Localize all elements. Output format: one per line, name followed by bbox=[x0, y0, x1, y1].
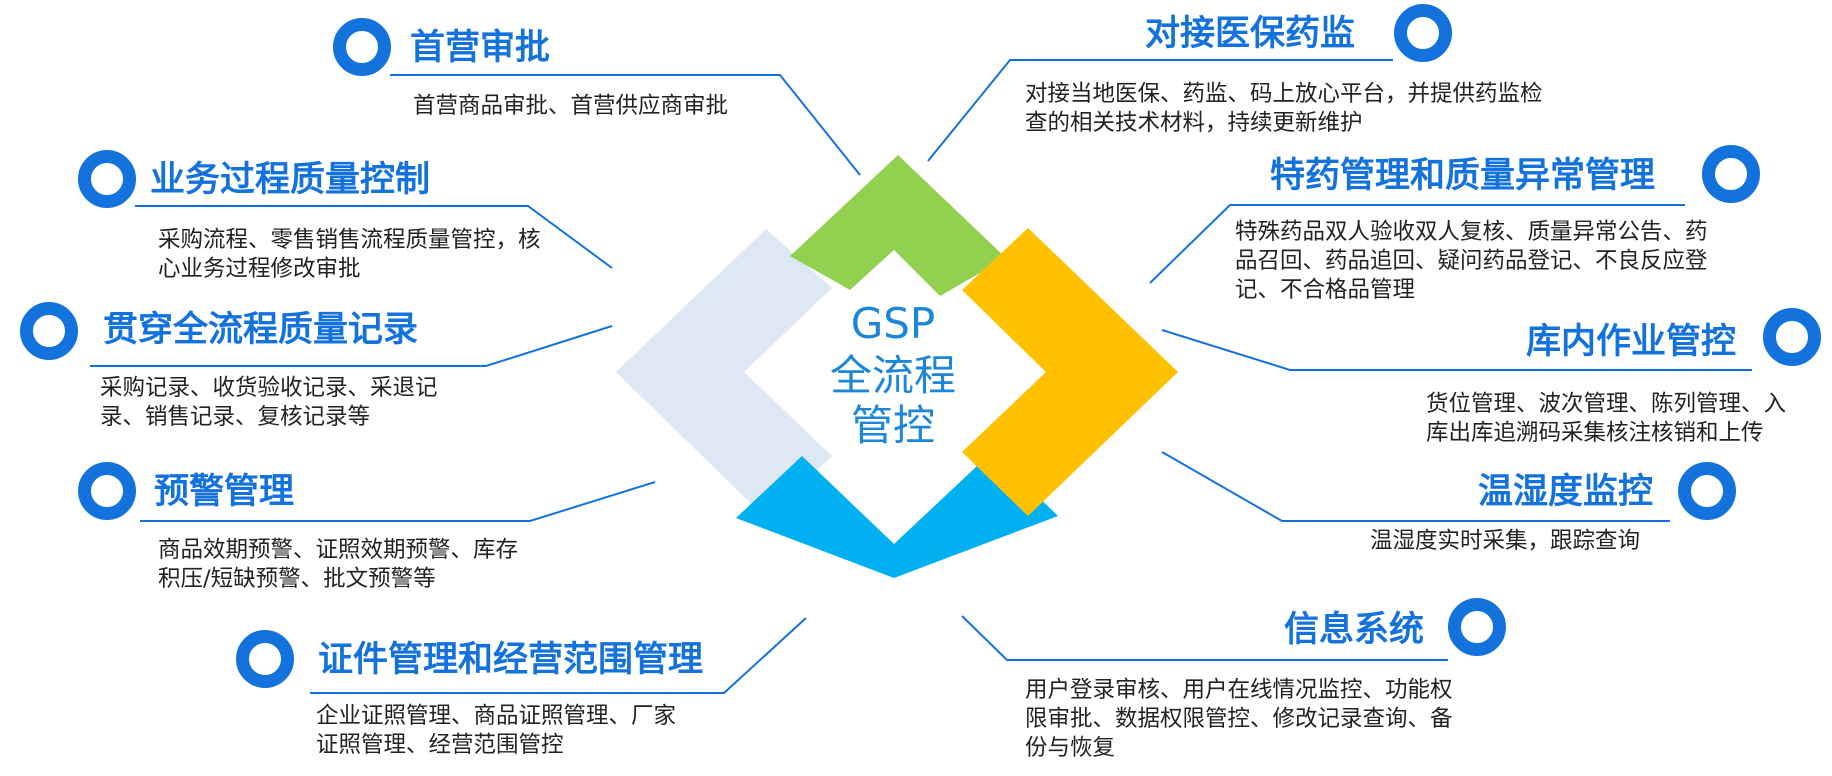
feature-description: 对接当地医保、药监、码上放心平台，并提供药监检查的相关技术材料，持续更新维护 bbox=[1025, 81, 1543, 136]
connector-line bbox=[1149, 204, 1685, 284]
feature-description: 采购记录、收货验收记录、采退记录、销售记录、复核记录等 bbox=[100, 375, 438, 430]
feature-description: 商品效期预警、证照效期预警、库存积压/短缺预警、批文预警等 bbox=[158, 537, 519, 592]
feature-title: 信息系统 bbox=[1284, 610, 1425, 650]
ring-marker-icon bbox=[333, 18, 391, 76]
connector-line bbox=[961, 615, 1448, 661]
ring-marker-icon bbox=[1394, 4, 1452, 62]
connector-line bbox=[1161, 451, 1670, 522]
feature-description: 采购流程、零售销售流程质量管控，核心业务过程修改审批 bbox=[158, 227, 541, 282]
ring-marker-icon bbox=[1678, 462, 1736, 520]
feature-description: 温湿度实时采集，跟踪查询 bbox=[1370, 528, 1641, 554]
feature-title: 贯穿全流程质量记录 bbox=[103, 310, 419, 350]
feature-description: 货位管理、波次管理、陈列管理、入库出库追溯码采集核注核销和上传 bbox=[1426, 391, 1787, 446]
connector-line bbox=[390, 74, 861, 176]
feature-description: 企业证照管理、商品证照管理、厂家证照管理、经营范围管控 bbox=[316, 703, 677, 758]
connector-line bbox=[90, 325, 613, 367]
connector-line bbox=[927, 59, 1393, 162]
diamond-right-segment bbox=[962, 228, 1178, 516]
connector-line bbox=[135, 205, 613, 269]
connector-line bbox=[1161, 329, 1752, 371]
ring-marker-icon bbox=[236, 630, 294, 688]
feature-title: 库内作业管控 bbox=[1526, 322, 1737, 362]
ring-marker-icon bbox=[1448, 598, 1506, 656]
feature-title: 特药管理和质量异常管理 bbox=[1270, 156, 1656, 196]
diamond-bottom-segment bbox=[736, 452, 1058, 578]
feature-description: 特殊药品双人验收双人复核、质量异常公告、药品召回、药品追回、疑问药品登记、不良反… bbox=[1235, 219, 1708, 303]
connector-line bbox=[310, 617, 807, 694]
ring-marker-icon bbox=[1763, 308, 1821, 366]
feature-title: 对接医保药监 bbox=[1145, 14, 1356, 54]
feature-title: 预警管理 bbox=[154, 472, 295, 512]
feature-title: 证件管理和经营范围管理 bbox=[318, 640, 704, 680]
feature-description: 用户登录审核、用户在线情况监控、功能权限审批、数据权限管控、修改记录查询、备份与… bbox=[1025, 677, 1453, 761]
ring-marker-icon bbox=[20, 302, 78, 360]
feature-title: 首营审批 bbox=[410, 28, 551, 68]
diamond-left-segment bbox=[616, 229, 832, 518]
ring-marker-icon bbox=[78, 462, 136, 520]
feature-description: 首营商品审批、首营供应商审批 bbox=[413, 93, 729, 119]
ring-marker-icon bbox=[1702, 145, 1760, 203]
feature-title: 温湿度监控 bbox=[1478, 472, 1654, 512]
diamond-top-segment bbox=[790, 155, 1006, 296]
connector-line bbox=[140, 481, 656, 522]
ring-marker-icon bbox=[78, 150, 136, 208]
feature-title: 业务过程质量控制 bbox=[150, 160, 431, 200]
